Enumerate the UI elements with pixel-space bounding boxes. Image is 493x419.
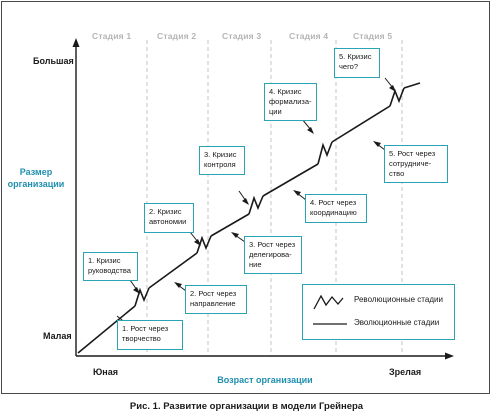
box-line: творчество <box>122 334 161 343</box>
box-line: направление <box>190 299 236 308</box>
arrow-head <box>373 141 381 147</box>
crisis-box-1: 1. Кризис руководства <box>83 252 138 281</box>
revolution-zigzag <box>196 235 212 254</box>
box-line: руководства <box>88 266 131 275</box>
box-line: делегирова- <box>249 250 292 259</box>
box-line: 5. Кризис <box>339 52 372 61</box>
legend-evolution-label: Эволюционные стадии <box>354 318 440 327</box>
revolution-zigzag <box>389 87 405 107</box>
evolution-segment <box>77 305 136 354</box>
box-line: 2. Кризис <box>149 207 182 216</box>
revolution-zigzag <box>248 195 264 215</box>
y-high-label: Большая <box>33 56 74 66</box>
box-line: 1. Рост через <box>122 324 169 333</box>
y-axis-title: Размер организации <box>4 166 68 190</box>
y-axis-arrow <box>72 38 80 47</box>
evolution-box-3: 3. Рост через делегирова- ние <box>244 236 302 274</box>
crisis-box-3: 3. Кризис контроля <box>199 146 245 175</box>
arrow-head <box>133 287 140 294</box>
box-line: 4. Кризис <box>269 87 302 96</box>
box-line: формализа- <box>269 97 312 106</box>
crisis-box-4: 4. Кризис формализа- ции <box>264 83 317 121</box>
box-line: 5. Рост через <box>389 149 436 158</box>
box-line: 3. Кризис <box>204 150 237 159</box>
y-low-label: Малая <box>43 331 72 341</box>
box-line: сотрудниче- <box>389 159 432 168</box>
legend-revolution-symbol <box>313 294 344 310</box>
arrow-head <box>231 232 239 238</box>
x-axis-title: Возраст организации <box>217 375 313 385</box>
arrow-head <box>194 239 201 246</box>
arrow-head <box>242 198 249 205</box>
legend-revolution-label: Революционные стадии <box>354 295 443 304</box>
evolution-box-4: 4. Рост через координацию <box>305 194 367 223</box>
stage-label: Стадия 5 <box>353 31 393 41</box>
box-line: ство <box>389 169 405 178</box>
x-end-label: Зрелая <box>389 367 422 377</box>
figure-frame <box>1 1 490 394</box>
stage-label: Стадия 4 <box>289 31 329 41</box>
x-axis-arrow <box>445 352 454 360</box>
figure-caption: Рис. 1. Развитие организации в модели Гр… <box>129 401 364 412</box>
evolution-segment <box>262 163 319 197</box>
box-line: автономии <box>149 217 187 226</box>
arrow-head <box>307 127 314 134</box>
evolution-segment <box>331 105 391 143</box>
revolution-zigzag <box>134 287 150 307</box>
stage-label: Стадия 2 <box>157 31 197 41</box>
legend: Революционные стадии Эволюционные стадии <box>302 284 455 340</box>
x-start-label: Юная <box>93 367 118 377</box>
arrow-head <box>293 190 301 196</box>
stage-label: Стадия 1 <box>92 31 132 41</box>
box-line: ние <box>249 260 262 269</box>
box-line: координацию <box>310 208 357 217</box>
evolution-segment <box>210 213 250 237</box>
box-line: контроля <box>204 160 236 169</box>
evolution-segment <box>403 82 421 89</box>
box-line: 4. Рост через <box>310 198 357 207</box>
arrow-head <box>389 85 396 92</box>
evolution-box-5: 5. Рост через сотрудниче- ство <box>384 145 448 183</box>
box-line: ции <box>269 107 282 116</box>
crisis-box-2: 2. Кризис автономии <box>144 203 194 233</box>
box-line: 1. Кризис <box>88 256 121 265</box>
evolution-box-2: 2. Рост через направление <box>185 285 247 314</box>
arrow-head <box>174 282 182 288</box>
box-line: 2. Рост через <box>190 289 237 298</box>
box-line: 3. Рост через <box>249 240 296 249</box>
evolution-box-1: 1. Рост через творчество <box>117 320 183 350</box>
y-axis-title-line: организации <box>7 179 65 189</box>
revolution-zigzag <box>317 141 333 165</box>
y-axis-title-line: Размер <box>19 167 53 177</box>
box-line: чего? <box>339 62 358 71</box>
stage-label: Стадия 3 <box>222 31 262 41</box>
evolution-segment <box>148 252 198 289</box>
legend-symbols <box>313 294 347 325</box>
crisis-box-5: 5. Кризис чего? <box>334 48 380 78</box>
